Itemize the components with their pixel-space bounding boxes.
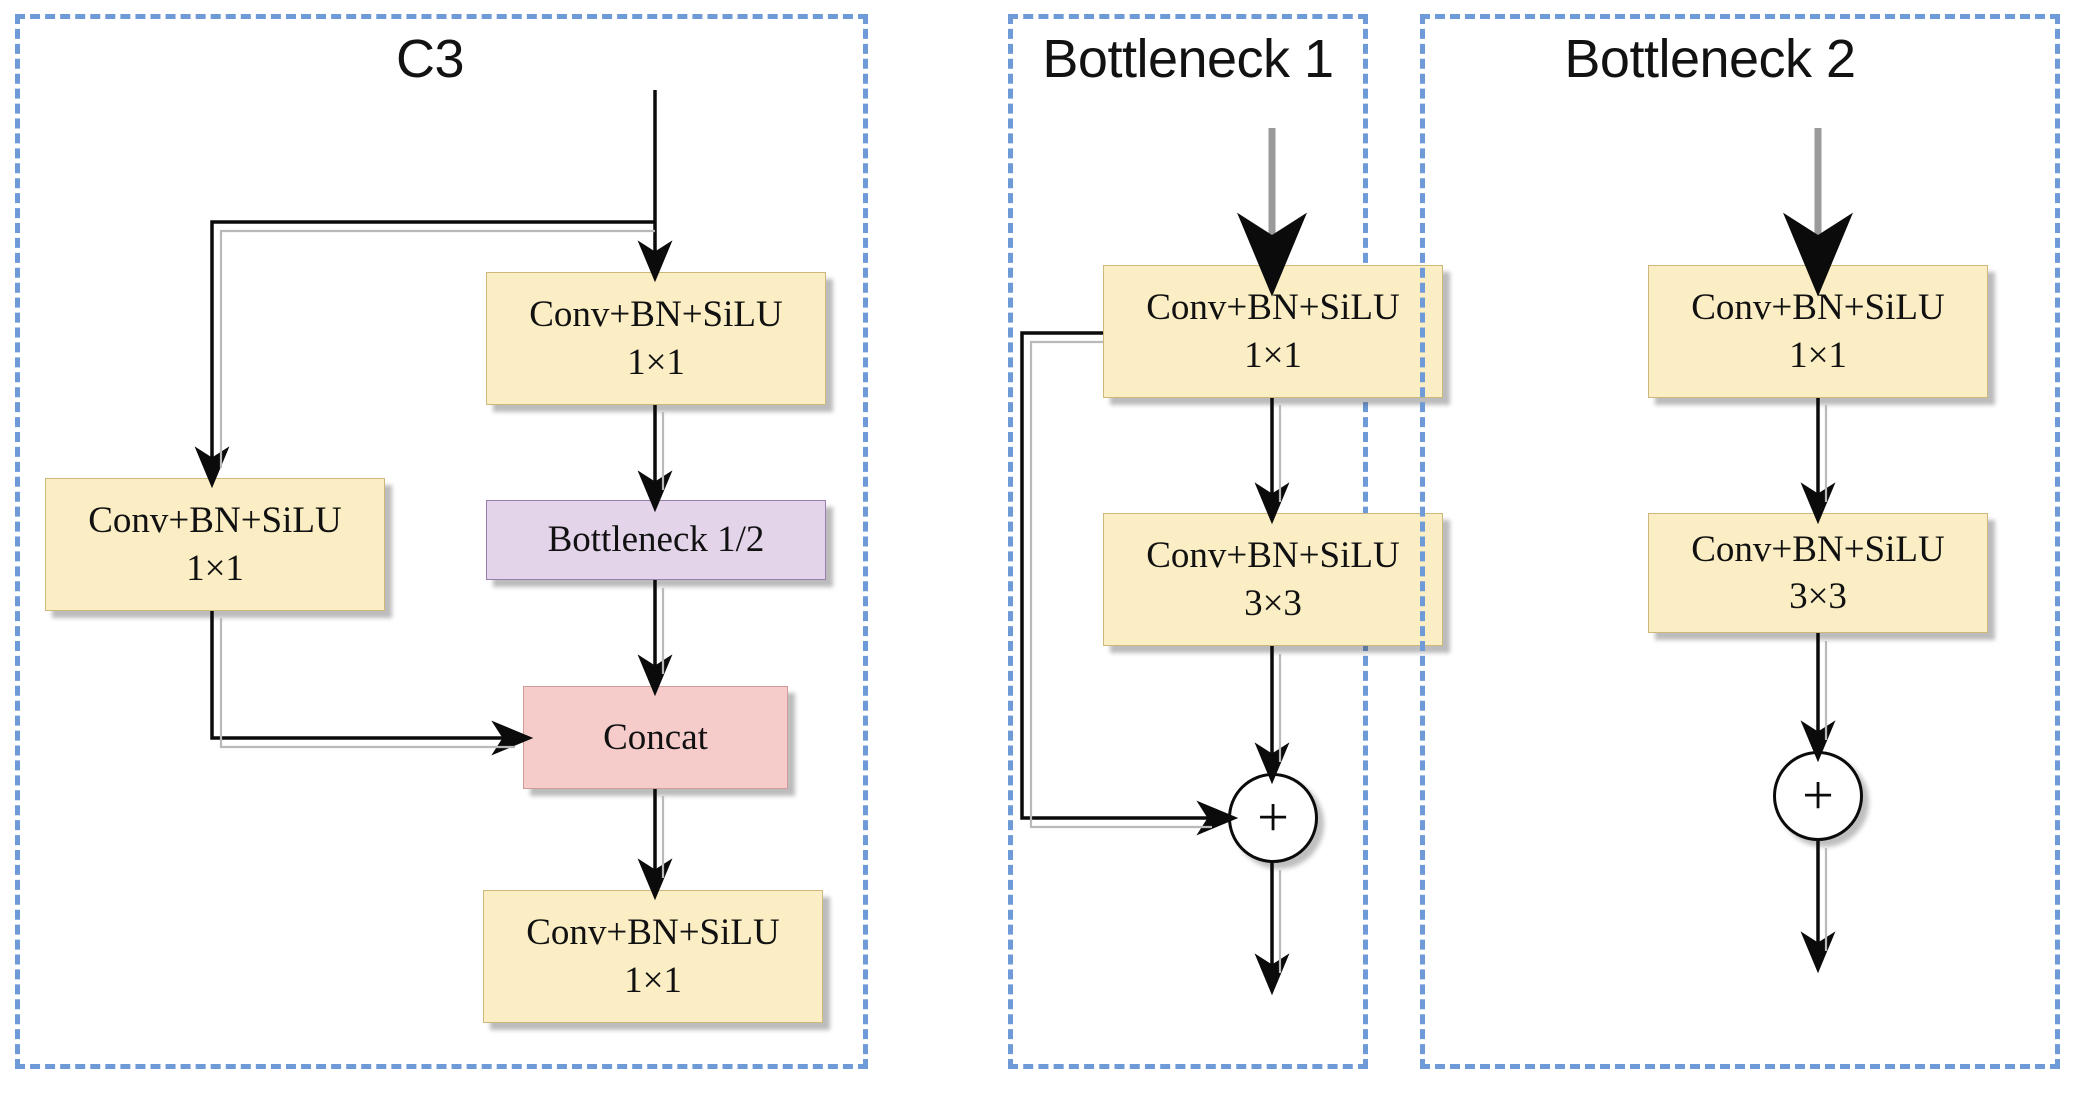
- node-label-line2: 1×1: [627, 341, 685, 383]
- node-label-line1: Conv+BN+SiLU: [1691, 528, 1945, 570]
- node-label-line1: Conv+BN+SiLU: [529, 294, 783, 336]
- node-label-line1: Conv+BN+SiLU: [88, 500, 342, 542]
- panel-bottleneck1-title: Bottleneck 1: [1042, 29, 1334, 89]
- node-label-line2: 3×3: [1244, 582, 1302, 624]
- c3-concat: Concat: [523, 686, 788, 789]
- c3-conv-left: Conv+BN+SiLU 1×1: [45, 478, 385, 611]
- panel-c3-title: C3: [395, 29, 465, 89]
- node-label-line2: 1×1: [1789, 334, 1847, 376]
- bn2-conv1: Conv+BN+SiLU 1×1: [1648, 265, 1988, 398]
- c3-conv-out: Conv+BN+SiLU 1×1: [483, 890, 823, 1023]
- plus-symbol: +: [1257, 787, 1289, 849]
- panel-c3: [15, 14, 868, 1069]
- bn1-conv2: Conv+BN+SiLU 3×3: [1103, 513, 1443, 646]
- bn2-add-node: +: [1773, 751, 1863, 841]
- node-label-line1: Bottleneck 1/2: [547, 519, 765, 561]
- c3-conv-right-top: Conv+BN+SiLU 1×1: [486, 272, 826, 405]
- node-label-line2: 3×3: [1789, 576, 1847, 617]
- node-label-line1: Conv+BN+SiLU: [526, 912, 780, 954]
- node-label-line1: Concat: [603, 716, 708, 758]
- panel-bottleneck2-title: Bottleneck 2: [1564, 29, 1856, 89]
- c3-bottleneck: Bottleneck 1/2: [486, 500, 826, 580]
- bn2-conv2: Conv+BN+SiLU 3×3: [1648, 513, 1988, 633]
- plus-symbol: +: [1802, 765, 1834, 827]
- node-label-line2: 1×1: [624, 959, 682, 1001]
- node-label-line1: Conv+BN+SiLU: [1146, 287, 1400, 329]
- node-label-line1: Conv+BN+SiLU: [1691, 287, 1945, 329]
- node-label-line1: Conv+BN+SiLU: [1146, 535, 1400, 577]
- bn1-conv1: Conv+BN+SiLU 1×1: [1103, 265, 1443, 398]
- node-label-line2: 1×1: [1244, 334, 1302, 376]
- panel-bottleneck2: [1420, 14, 2060, 1069]
- bn1-add-node: +: [1228, 773, 1318, 863]
- node-label-line2: 1×1: [186, 547, 244, 589]
